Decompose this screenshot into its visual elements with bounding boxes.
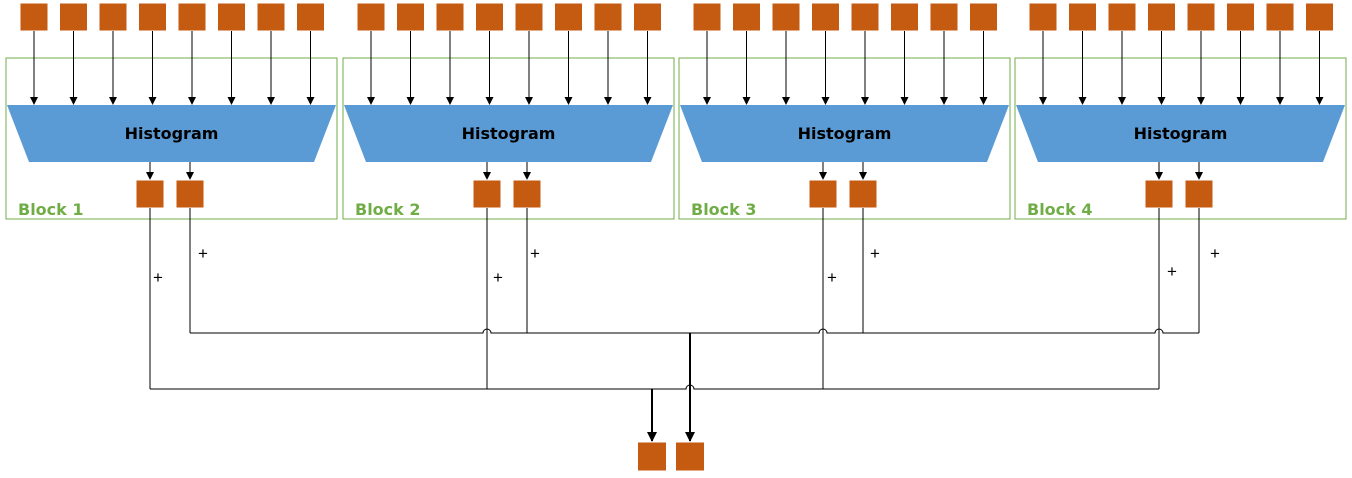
bus-second-outputs	[190, 328, 1199, 334]
block-frame	[1014, 57, 1347, 220]
sum-sign: +	[827, 268, 837, 287]
input-cell	[771, 2, 801, 32]
bus-first-outputs	[150, 384, 1159, 390]
histogram-unit	[7, 105, 336, 162]
histogram-unit	[1016, 105, 1345, 162]
histogram-unit	[680, 105, 1009, 162]
input-cell	[396, 2, 425, 32]
partial-output-cell	[848, 179, 878, 209]
input-cell	[217, 2, 246, 32]
input-cell	[1305, 2, 1334, 32]
sum-sign: +	[530, 244, 540, 263]
block-label: Block 1	[18, 200, 84, 219]
input-cell	[1028, 2, 1058, 32]
partial-output-cell	[512, 179, 542, 209]
input-cell	[1186, 2, 1216, 32]
sum-sign: +	[198, 244, 208, 263]
input-cell	[356, 2, 386, 32]
input-cell	[19, 2, 49, 32]
partial-output-cell	[472, 179, 502, 209]
input-cell	[98, 2, 128, 32]
block-label: Block 4	[1027, 200, 1093, 219]
block-frame	[678, 57, 1011, 220]
input-cell	[296, 2, 325, 32]
input-cell	[138, 2, 167, 32]
sum-sign: +	[1210, 244, 1220, 263]
block-label: Block 3	[691, 200, 757, 219]
input-cell	[929, 2, 959, 32]
sum-sign: +	[870, 244, 880, 263]
block-label: Block 2	[355, 200, 421, 219]
input-cell	[59, 2, 88, 32]
input-cell	[1226, 2, 1255, 32]
histogram-label: Histogram	[125, 124, 219, 143]
block-frame	[5, 57, 338, 220]
histogram-label: Histogram	[798, 124, 892, 143]
partial-output-cell	[808, 179, 838, 209]
histogram-label: Histogram	[462, 124, 556, 143]
input-cell	[593, 2, 623, 32]
final-outputs	[637, 441, 705, 472]
histogram-unit	[344, 105, 673, 162]
input-cell	[969, 2, 998, 32]
sum-sign: +	[153, 268, 163, 287]
partial-output-cell	[1184, 179, 1214, 209]
input-cell	[732, 2, 761, 32]
input-cell	[811, 2, 840, 32]
input-cell	[554, 2, 583, 32]
final-output-cell	[675, 441, 705, 472]
sum-sign: +	[1167, 262, 1177, 281]
partial-output-cell	[1144, 179, 1174, 209]
input-cell	[514, 2, 544, 32]
histogram-label: Histogram	[1134, 124, 1228, 143]
block-frame	[342, 57, 675, 220]
input-cell	[1107, 2, 1137, 32]
input-cell	[1068, 2, 1097, 32]
input-cell	[1147, 2, 1176, 32]
input-cell	[633, 2, 662, 32]
input-cell	[256, 2, 286, 32]
input-cell	[435, 2, 465, 32]
input-cell	[692, 2, 722, 32]
input-cell	[1265, 2, 1295, 32]
sum-sign: +	[493, 268, 503, 287]
partial-output-cell	[175, 179, 205, 209]
reduction-wires: + + + + + + + +	[149, 208, 1220, 442]
input-cell	[475, 2, 504, 32]
partial-output-cell	[135, 179, 165, 209]
input-cell	[890, 2, 919, 32]
final-output-cell	[637, 441, 667, 472]
input-cell	[177, 2, 207, 32]
input-cell	[850, 2, 880, 32]
